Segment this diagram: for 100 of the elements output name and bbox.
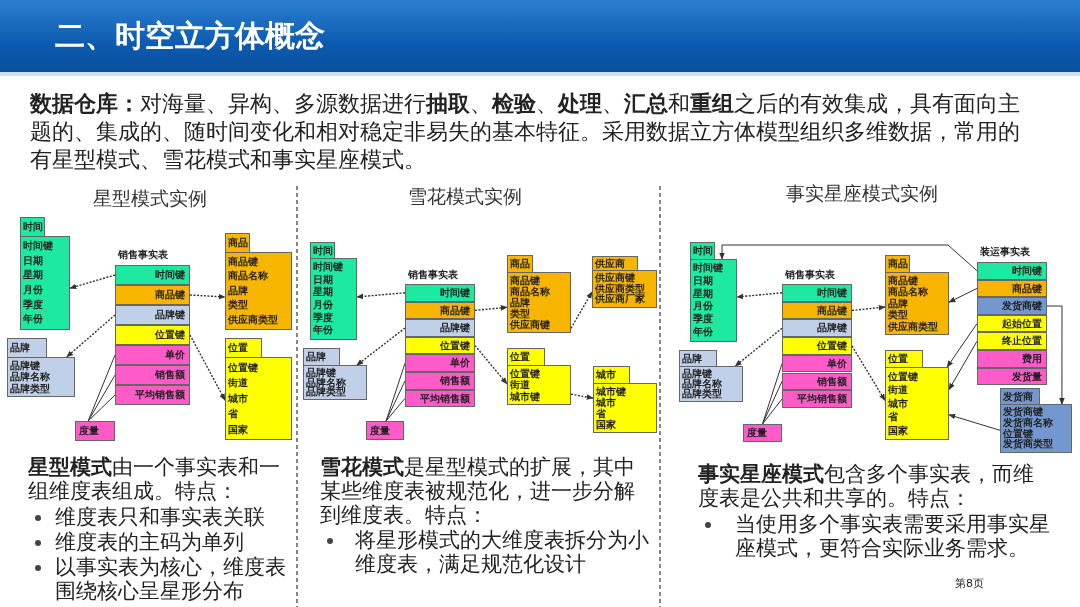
field-name: 街道 — [510, 379, 531, 391]
table-title: 销售事实表 — [785, 268, 835, 281]
table-row: 单价 — [405, 354, 475, 372]
bullet-item: 将星形模式的大维度表拆分为小维度表，满足规范化设计 — [355, 528, 650, 576]
table-header: 品牌 — [303, 348, 340, 366]
arrow — [356, 327, 406, 366]
connector-line — [762, 380, 783, 425]
table-row: 单价 — [115, 345, 190, 365]
field-name: 位置键 — [888, 370, 919, 384]
table-row: 品牌键 — [405, 319, 475, 337]
arrow — [948, 340, 978, 391]
field-name: 品牌键 — [10, 360, 40, 372]
connector-line — [385, 362, 406, 422]
field-name: 商品名称 — [510, 286, 551, 297]
field-name: 品牌名称 — [682, 379, 723, 389]
field-name: 城市键 — [596, 386, 627, 397]
bullet-item: 维度表只和事实表关联 — [55, 505, 266, 529]
field-name: 街道 — [228, 376, 249, 391]
field-name: 街道 — [888, 383, 909, 397]
table-header: 位置 — [507, 348, 545, 366]
field-name: 位置键 — [1003, 428, 1033, 440]
field-name: 日期 — [693, 274, 714, 288]
bullet-item: 当使用多个事实表需要采用事实星座模式，更符合实际业务需求。 — [735, 512, 1051, 560]
field-name: 日期 — [23, 253, 44, 268]
connector-line — [87, 394, 116, 422]
field-name: 位置键 — [510, 368, 541, 380]
field-name: 年份 — [693, 326, 714, 339]
field-name: 年份 — [23, 312, 44, 327]
table-header: 城市 — [593, 366, 630, 384]
slide-title: 二、时空立方体概念 — [55, 17, 325, 55]
arrow — [719, 244, 978, 272]
table-row: 时间键 — [977, 262, 1047, 280]
measure-box: 度量 — [75, 421, 115, 441]
table-title: 装运事实表 — [980, 245, 1030, 258]
bullet-item: 以事实表为核心，维度表围绕核心呈星形分布 — [55, 555, 287, 603]
table-row: 发货商键 — [977, 297, 1047, 315]
table-header: 商品 — [885, 255, 910, 273]
field-name: 省 — [228, 407, 239, 422]
table-row: 平均销售额 — [115, 385, 190, 405]
table-row: 品牌键 — [782, 319, 852, 338]
description-text: 星型模式由一个事实表和一组维度表组成。特点： — [28, 455, 281, 503]
arrow — [356, 292, 406, 300]
arrow — [69, 274, 116, 290]
field-name: 国家 — [228, 422, 249, 437]
arrow — [189, 334, 226, 401]
field-name: 品牌名称 — [306, 377, 347, 388]
field-name: 月份 — [313, 299, 334, 312]
arrow — [948, 413, 1001, 431]
field-name: 时间键 — [693, 262, 724, 275]
field-name: 省 — [596, 408, 606, 419]
table-title: 销售事实表 — [118, 248, 168, 261]
table-row: 费用 — [977, 350, 1047, 368]
field-name: 城市 — [228, 391, 249, 406]
arrow — [851, 345, 886, 402]
page-number: 第8页 — [955, 576, 984, 591]
table-header: 时间 — [20, 217, 45, 237]
table-title: 销售事实表 — [408, 268, 458, 281]
field-name: 品牌键 — [306, 368, 336, 378]
table-row: 销售额 — [782, 372, 852, 391]
field-name: 月份 — [693, 300, 714, 313]
panel-title: 雪花模式实例 — [408, 184, 522, 209]
field-name: 季度 — [693, 313, 714, 327]
field-name: 供应商键 — [595, 273, 636, 283]
measure-box: 度量 — [743, 424, 782, 442]
field-name: 供应商类型 — [888, 320, 939, 333]
arrow — [474, 305, 508, 312]
table-row: 时间键 — [115, 265, 190, 285]
field-name: 商品键 — [888, 275, 918, 287]
field-name: 城市键 — [510, 390, 541, 402]
field-name: 品牌 — [510, 297, 530, 308]
table-row: 时间键 — [405, 284, 475, 302]
field-name: 年份 — [313, 324, 334, 338]
field-name: 星期 — [693, 287, 714, 301]
field-name: 品牌 — [228, 283, 249, 298]
table-row: 销售额 — [405, 372, 475, 390]
field-name: 国家 — [888, 423, 909, 438]
field-name: 星期 — [23, 268, 44, 283]
field-name: 发货商键 — [1003, 407, 1044, 417]
arrow — [946, 323, 978, 368]
table-header: 商品 — [225, 233, 250, 253]
measure-box: 度量 — [366, 421, 404, 440]
field-name: 时间键 — [313, 261, 344, 274]
arrow — [1046, 305, 1065, 405]
field-name: 发货商名称 — [1003, 417, 1054, 428]
arrow — [570, 393, 594, 400]
table-row: 平均销售额 — [782, 390, 852, 408]
field-name: 日期 — [313, 273, 334, 286]
table-row: 时间键 — [782, 284, 852, 302]
field-name: 城市 — [888, 396, 909, 411]
table-row: 终止位置 — [977, 332, 1047, 350]
arrow — [66, 314, 116, 358]
arrow — [570, 291, 593, 329]
field-name: 时间键 — [23, 239, 54, 253]
table-row: 销售额 — [115, 365, 190, 385]
table-header: 位置 — [225, 338, 262, 358]
table-row: 品牌键 — [115, 305, 190, 325]
field-name: 位置键 — [228, 361, 259, 375]
field-name: 品牌 — [888, 297, 909, 310]
field-name: 省 — [888, 410, 899, 424]
arrow — [736, 292, 783, 300]
